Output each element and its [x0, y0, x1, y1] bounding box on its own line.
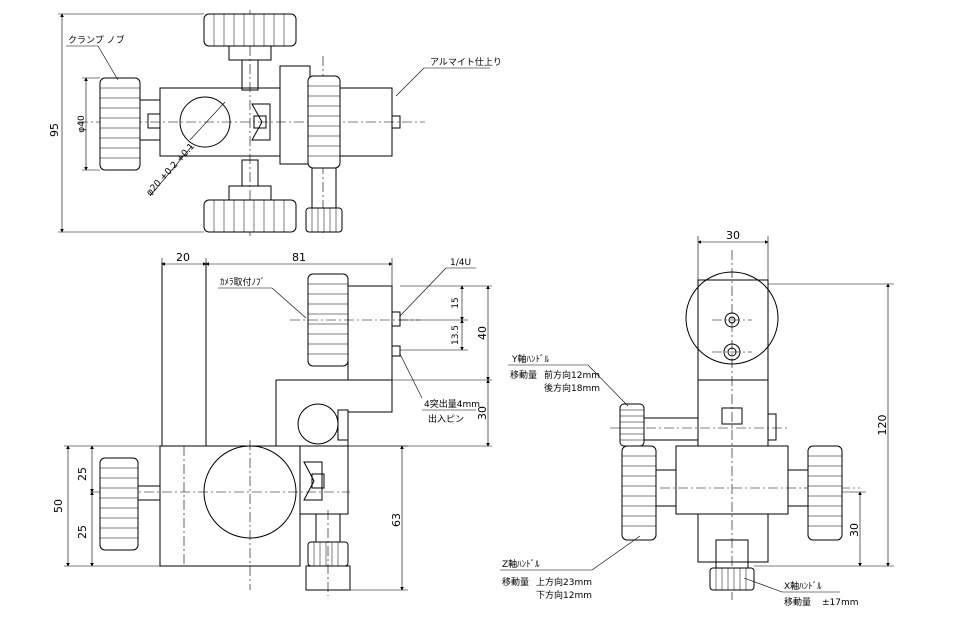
- dim-30-right: 30: [848, 523, 861, 537]
- dim-25b: 25: [76, 525, 89, 539]
- dim-13-5: 13.5: [451, 325, 461, 345]
- bore-label: φ20 +0.2 +0.1: [145, 142, 197, 198]
- dim-15: 15: [451, 297, 461, 308]
- pin-note-2: 出入ピン: [428, 413, 464, 425]
- z-axis-down: 下方向12mm: [536, 589, 592, 601]
- bottom-knob: [203, 199, 297, 233]
- front-right-knob: [807, 445, 843, 541]
- y-axis-forward: 前方向12mm: [544, 369, 600, 381]
- z-axis-travel-label: 移動量: [502, 576, 529, 588]
- dim-81: 81: [292, 251, 306, 264]
- dim-30: 30: [476, 406, 489, 420]
- clamp-knob: [99, 77, 141, 171]
- x-axis-title: X軸ﾊﾝﾄﾞﾙ: [784, 580, 822, 592]
- side-left-knob: [99, 457, 139, 551]
- y-axis-title: Y軸ﾊﾝﾄﾞﾙ: [511, 353, 549, 365]
- front-top-plate: [697, 279, 769, 381]
- z-axis-up: 上方向23mm: [536, 576, 592, 588]
- dim-25a: 25: [76, 467, 89, 481]
- dim-20: 20: [176, 251, 190, 264]
- front-view: 30 120 30 Y軸ﾊﾝﾄﾞﾙ 移動量 前方向12mm 後方向18mm Z軸…: [500, 229, 894, 608]
- y-handle-knob: [619, 403, 645, 447]
- x-handle-knob: [709, 567, 755, 591]
- z-axis-title: Z軸ﾊﾝﾄﾞﾙ: [502, 558, 540, 570]
- pin-note-1: 4突出量4mm: [424, 398, 480, 410]
- side-view: 20 81 ｶﾒﾗ取付ﾉﾌﾞ 1/4U 15 13.5 40 4突出量4mm 出…: [52, 251, 492, 596]
- top-knob: [203, 13, 297, 47]
- dim-63: 63: [390, 513, 403, 527]
- y-axis-travel-label: 移動量: [510, 369, 537, 381]
- alumite-label: アルマイト仕上り: [430, 56, 502, 68]
- bore-circle: [179, 96, 231, 148]
- dim-40: 40: [476, 326, 489, 340]
- dim-30-top: 30: [726, 229, 740, 242]
- top-view: 95 φ40 クランプ ノブ φ20 +0.2 +0.1 アルマイト仕上り: [48, 10, 502, 236]
- x-axis-value: ±17mm: [822, 598, 859, 608]
- camera-mount-label: ｶﾒﾗ取付ﾉﾌﾞ: [220, 277, 265, 288]
- dim-120: 120: [876, 415, 889, 436]
- clamp-screw-label: クランプ ノブ: [68, 34, 125, 46]
- dim-phi40: φ40: [77, 115, 87, 133]
- dim-95: 95: [48, 123, 61, 137]
- right-knob: [307, 75, 341, 169]
- dim-50: 50: [52, 499, 65, 513]
- thread-label: 1/4U: [450, 258, 471, 268]
- y-axis-backward: 後方向18mm: [544, 382, 600, 394]
- x-axis-travel-label: 移動量: [784, 596, 811, 608]
